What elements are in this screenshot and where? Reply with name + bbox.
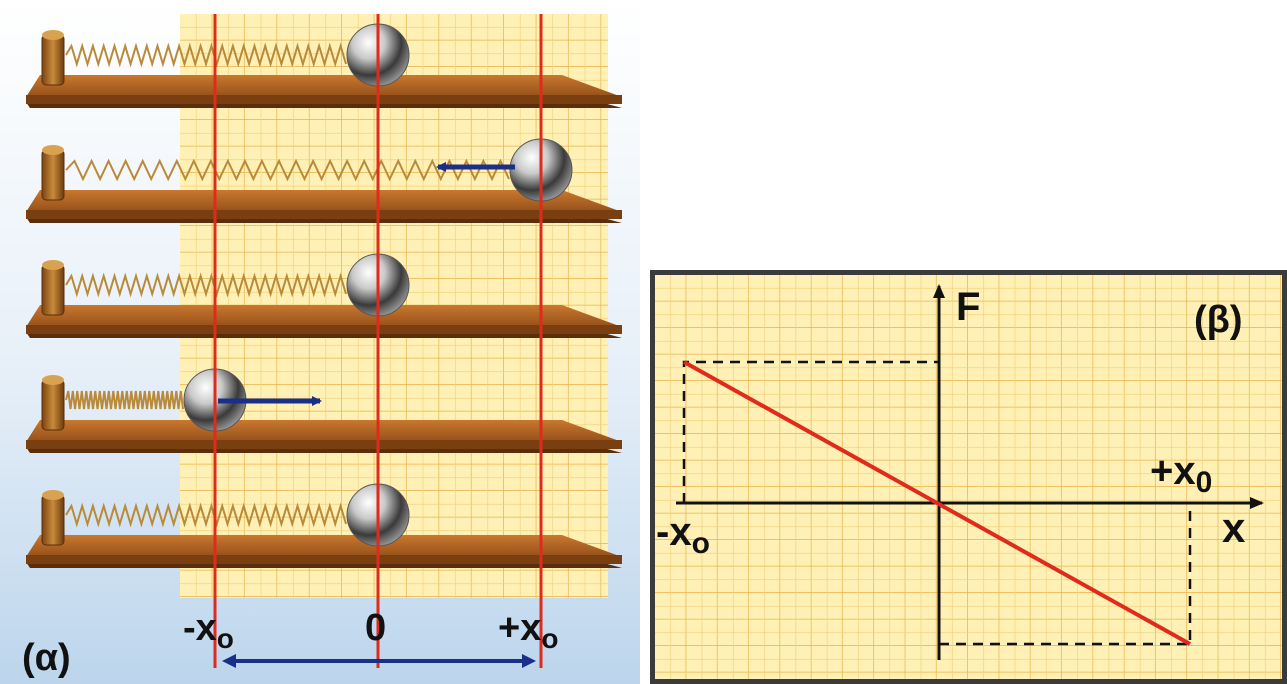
shelf-board — [26, 535, 622, 557]
wall-post — [42, 495, 64, 545]
panel-b-label: (β) — [1194, 299, 1243, 341]
y-axis-label: F — [956, 285, 980, 329]
marker-zero: 0 — [365, 607, 386, 649]
shelf-edge — [26, 210, 622, 219]
wall-post-top — [42, 490, 64, 500]
shelf-edge — [26, 325, 622, 334]
shelf-edge — [26, 440, 622, 449]
shelf-board — [26, 305, 622, 327]
wall-post — [42, 35, 64, 85]
shelf-board — [26, 420, 622, 442]
wall-post-top — [42, 30, 64, 40]
panel-a: (α) -xo 0 +xo — [0, 0, 640, 684]
wall-post — [42, 265, 64, 315]
shelf-edge — [26, 95, 622, 104]
wall-post-top — [42, 260, 64, 270]
shelf-edge — [26, 555, 622, 564]
panel-b: F (β) +x0 -xo x — [650, 270, 1287, 684]
x-axis-label: x — [1222, 504, 1246, 551]
panel-a-label: (α) — [22, 637, 71, 679]
wall-post — [42, 150, 64, 200]
shelf-board — [26, 75, 622, 97]
wall-post-top — [42, 145, 64, 155]
wall-post-top — [42, 375, 64, 385]
wall-post — [42, 380, 64, 430]
